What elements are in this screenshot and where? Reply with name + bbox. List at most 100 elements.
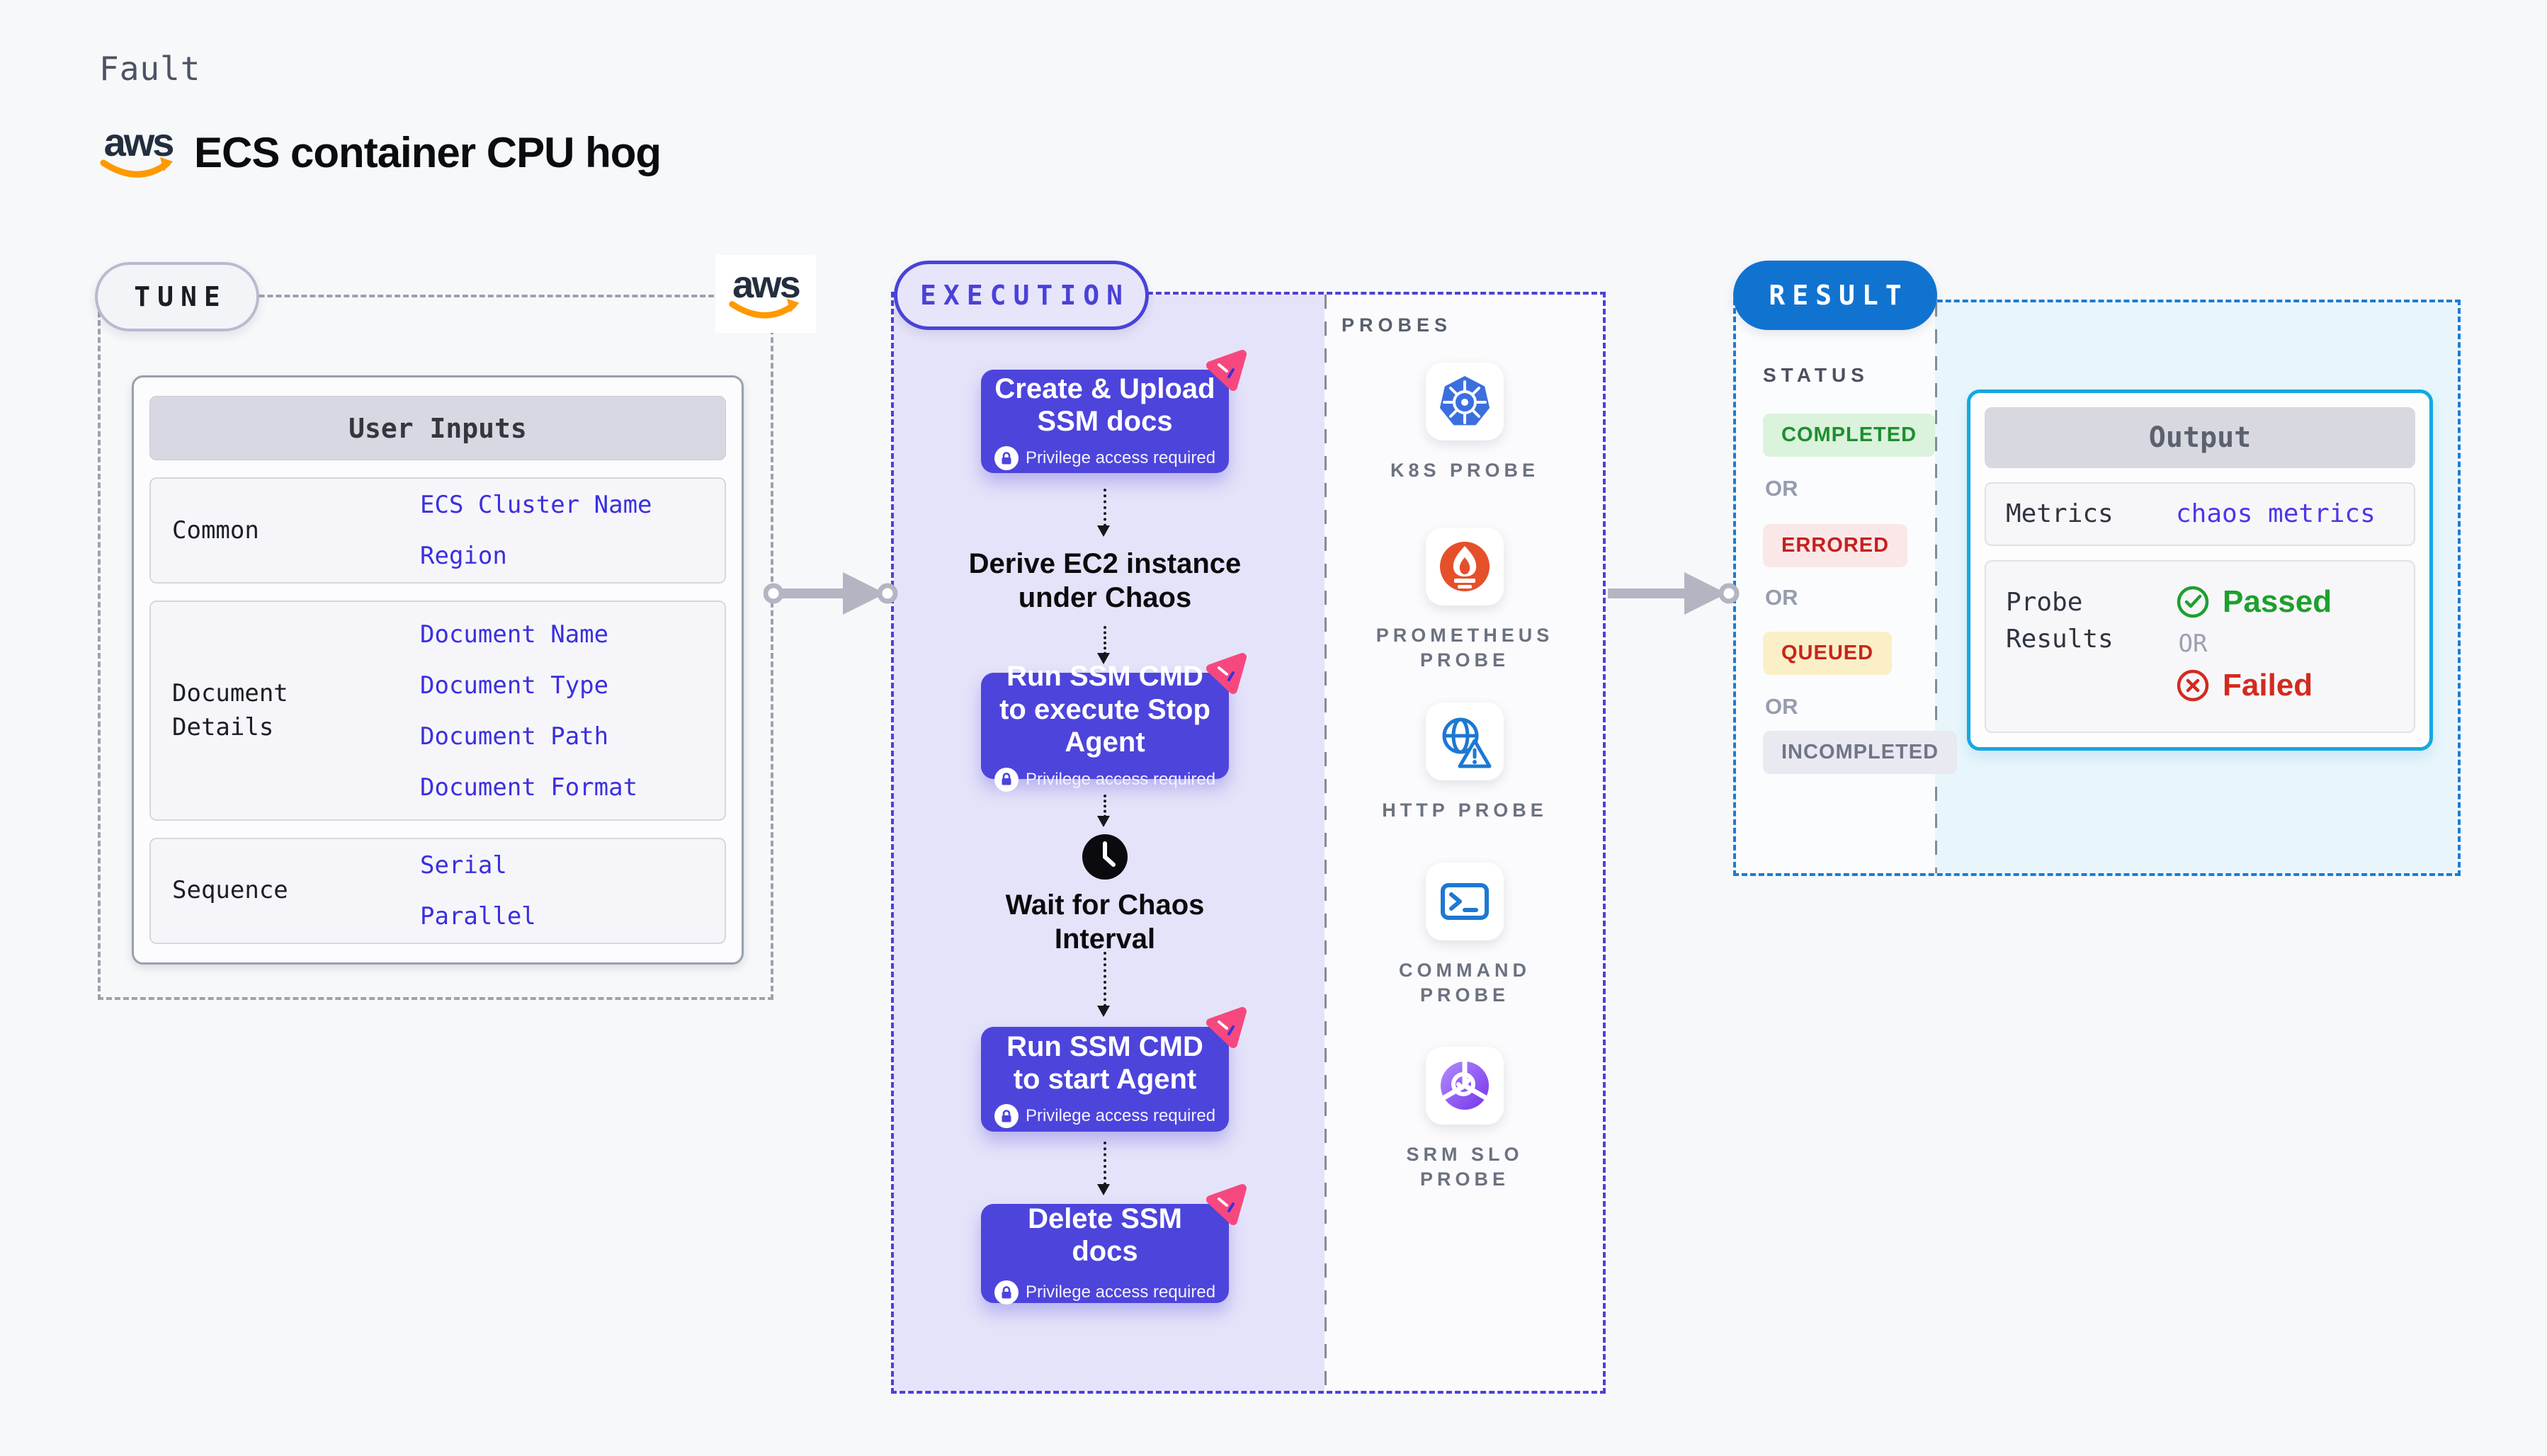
srm-slo-probe-card xyxy=(1426,1047,1504,1125)
probe-label: COMMAND PROBE xyxy=(1399,960,1531,1006)
step-create-upload-ssm-docs: Create & Upload SSM docs Privilege acces… xyxy=(981,350,1247,473)
probe-label: HTTP PROBE xyxy=(1382,800,1548,821)
flow-arrow-down xyxy=(1097,795,1110,827)
chaos-fault-icon xyxy=(1206,653,1247,694)
privilege-note: Privilege access required xyxy=(994,446,1216,471)
aws-logo: aws xyxy=(95,120,181,186)
user-inputs-card: User Inputs Common ECS Cluster Name Regi… xyxy=(132,375,744,965)
flow-arrow-down xyxy=(1097,952,1110,1017)
lock-icon xyxy=(994,1104,1019,1129)
user-inputs-row-document-details: Document Details Document Name Document … xyxy=(149,601,726,821)
probes-panel xyxy=(1324,295,1603,1391)
metrics-row: Metrics chaos metrics xyxy=(1985,482,2415,546)
flow-arrow-down xyxy=(1097,1142,1110,1195)
row-label: Document Details xyxy=(172,679,288,741)
input-value: Document Format xyxy=(420,773,638,802)
input-value: Document Type xyxy=(420,671,609,700)
tune-badge: TUNE xyxy=(95,262,259,331)
row-label: Sequence xyxy=(172,876,288,905)
execution-to-result-arrow xyxy=(1608,572,1740,615)
user-inputs-row-common: Common ECS Cluster Name Region xyxy=(149,477,726,584)
output-card: Output Metrics chaos metrics Probe Resul… xyxy=(1967,389,2433,751)
user-inputs-header: User Inputs xyxy=(149,396,726,461)
lock-icon xyxy=(994,446,1019,471)
aws-logo-small: aws xyxy=(715,255,816,333)
tune-section-frame xyxy=(98,295,773,1000)
probe-label: SRM SLO PROBE xyxy=(1406,1144,1524,1190)
chaos-fault-icon xyxy=(1206,350,1247,391)
step-run-ssm-stop-agent: Run SSM CMD to execute Stop Agent Privil… xyxy=(981,653,1247,792)
http-probe-card xyxy=(1426,703,1504,780)
input-value: Parallel xyxy=(420,902,536,931)
user-inputs-row-sequence: Sequence Serial Parallel xyxy=(149,838,726,944)
slo-pie-check-icon xyxy=(1441,1061,1489,1110)
privilege-note: Privilege access required xyxy=(994,1104,1216,1129)
metrics-value: chaos metrics xyxy=(2176,499,2376,529)
privilege-note-text: Privilege access required xyxy=(1025,769,1216,789)
status-badge-queued: QUEUED xyxy=(1763,632,1893,675)
step-delete-ssm-docs: Delete SSM docs Privilege access require… xyxy=(981,1184,1247,1305)
output-header: Output xyxy=(1985,407,2415,468)
result-badge: RESULT xyxy=(1733,261,1937,330)
privilege-note-text: Privilege access required xyxy=(1025,448,1216,468)
flow-arrow-down xyxy=(1097,626,1110,664)
probe-results-row: Probe Results Passed OR Faile xyxy=(1985,559,2415,734)
input-value: ECS Cluster Name xyxy=(420,491,652,520)
or-separator: OR xyxy=(1765,694,1798,719)
status-panel xyxy=(1736,302,1935,873)
execution-badge: EXECUTION xyxy=(894,261,1149,330)
status-badge-completed: COMPLETED xyxy=(1763,414,1936,457)
derive-ec2-step-text: Derive EC2 instance under Chaos xyxy=(968,548,1242,613)
check-circle-icon xyxy=(2177,586,2209,618)
step-title: Run SSM CMD to start Agent xyxy=(1006,1030,1203,1095)
lock-icon xyxy=(994,767,1019,792)
failed-line: Failed xyxy=(2176,668,2332,703)
fault-eyebrow-label: Fault xyxy=(99,50,201,88)
status-column-label: STATUS xyxy=(1763,364,1869,386)
http-globe-warning-icon xyxy=(1442,717,1492,768)
k8s-probe-card xyxy=(1426,363,1504,440)
probe-label: K8S PROBE xyxy=(1390,460,1540,481)
input-value: Document Path xyxy=(420,722,609,751)
metrics-label: Metrics xyxy=(2006,499,2114,528)
x-circle-icon xyxy=(2177,669,2209,701)
probe-results-label: Probe Results xyxy=(2006,587,2114,654)
command-probe-card xyxy=(1426,863,1504,940)
input-value: Serial xyxy=(420,851,507,880)
passed-line: Passed xyxy=(2176,584,2332,620)
or-separator: OR xyxy=(1765,585,1798,610)
privilege-note-text: Privilege access required xyxy=(1025,1106,1216,1126)
row-values: Serial Parallel xyxy=(385,851,703,931)
probes-label: PROBES xyxy=(1341,314,1453,336)
svg-text:aws: aws xyxy=(104,122,174,164)
or-separator: OR xyxy=(1765,476,1798,501)
flow-arrow-down xyxy=(1097,489,1110,537)
step-run-ssm-start-agent: Run SSM CMD to start Agent Privilege acc… xyxy=(981,1007,1247,1132)
wait-for-chaos-text: Wait for Chaos Interval xyxy=(1005,889,1205,955)
status-badge-errored: ERRORED xyxy=(1763,524,1908,567)
passed-label: Passed xyxy=(2223,584,2332,619)
failed-label: Failed xyxy=(2223,667,2313,703)
prometheus-probe-card xyxy=(1426,528,1504,605)
input-value: Region xyxy=(420,542,507,571)
step-title: Create & Upload SSM docs xyxy=(994,372,1215,437)
chaos-fault-icon xyxy=(1206,1007,1247,1048)
status-output-separator xyxy=(1935,302,1937,873)
row-values: ECS Cluster Name Region xyxy=(385,491,703,570)
status-badge-incompleted: INCOMPLETED xyxy=(1763,731,1958,774)
svg-text:aws: aws xyxy=(732,263,799,306)
prometheus-icon xyxy=(1440,542,1490,591)
terminal-icon xyxy=(1441,883,1489,920)
tune-to-execution-arrow xyxy=(764,572,898,615)
step-title: Delete SSM docs xyxy=(1028,1202,1182,1267)
chaos-fault-icon xyxy=(1206,1184,1247,1225)
kubernetes-icon xyxy=(1439,376,1490,426)
probes-separator xyxy=(1324,295,1327,1391)
privilege-note-text: Privilege access required xyxy=(1025,1282,1216,1302)
input-value: Document Name xyxy=(420,620,609,649)
wait-clock-icon xyxy=(1082,834,1128,880)
row-values: Document Name Document Type Document Pat… xyxy=(385,619,703,802)
lock-icon xyxy=(994,1280,1019,1305)
step-title: Run SSM CMD to execute Stop Agent xyxy=(999,661,1210,758)
